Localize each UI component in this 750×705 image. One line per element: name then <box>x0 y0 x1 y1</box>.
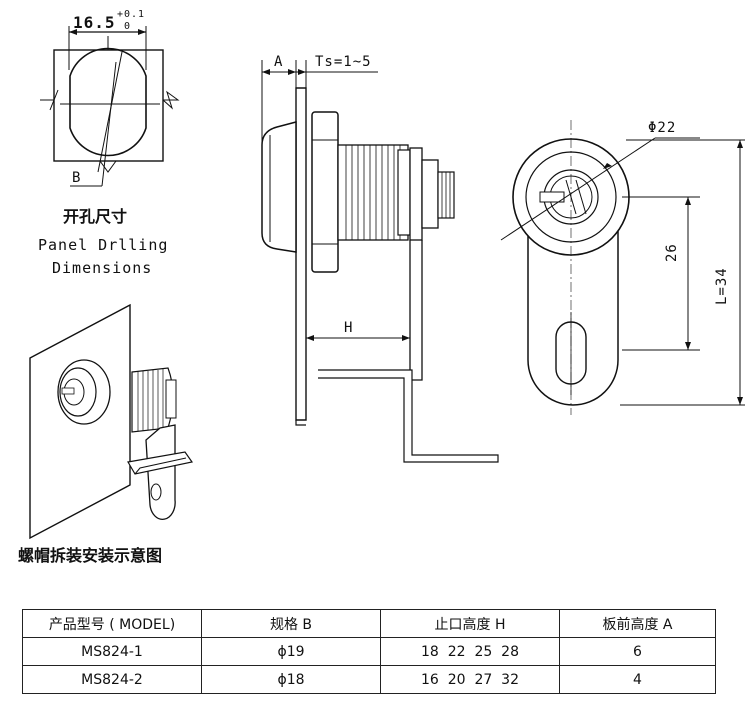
cell-spec-b: ϕ19 <box>201 637 381 666</box>
header-spec-b: 规格 B <box>201 609 381 638</box>
drilling-dim-value: 16.5 <box>73 13 116 32</box>
drilling-tol-lower: 0 <box>124 21 132 32</box>
cell-height-h: 18 22 25 28 <box>380 637 560 666</box>
cell-height-h: 16 20 27 32 <box>380 665 560 694</box>
table-row: MS824-2 ϕ18 16 20 27 32 4 <box>22 665 716 694</box>
cell-spec-b: ϕ18 <box>201 665 381 694</box>
drilling-caption-en-2: Dimensions <box>52 259 153 277</box>
table-row: MS824-1 ϕ19 18 22 25 28 6 <box>22 637 716 666</box>
side-ts-label: Ts=1~5 <box>315 54 372 70</box>
cell-height-a: 4 <box>559 665 716 694</box>
front-diameter-label: Φ22 <box>648 120 677 136</box>
header-height-a: 板前高度 A <box>559 609 716 638</box>
install-caption-cn: 螺帽拆装安装示意图 <box>18 546 163 565</box>
drilling-caption-en-1: Panel Drlling <box>38 236 169 254</box>
table-header-row: 产品型号 ( MODEL) 规格 B 止口高度 H 板前高度 A <box>22 609 716 638</box>
header-height-h: 止口高度 H <box>380 609 560 638</box>
side-a-label: A <box>274 54 284 70</box>
cell-model: MS824-2 <box>22 665 202 694</box>
header-model: 产品型号 ( MODEL) <box>22 609 202 638</box>
drilling-b-label: B <box>72 170 82 186</box>
cell-height-a: 6 <box>559 637 716 666</box>
cell-model: MS824-1 <box>22 637 202 666</box>
side-h-label: H <box>344 320 354 336</box>
drilling-caption-cn: 开孔尺寸 <box>63 207 128 226</box>
spec-table: 产品型号 ( MODEL) 规格 B 止口高度 H 板前高度 A MS824-1… <box>22 609 716 694</box>
drilling-tol-upper: +0.1 <box>117 9 146 20</box>
